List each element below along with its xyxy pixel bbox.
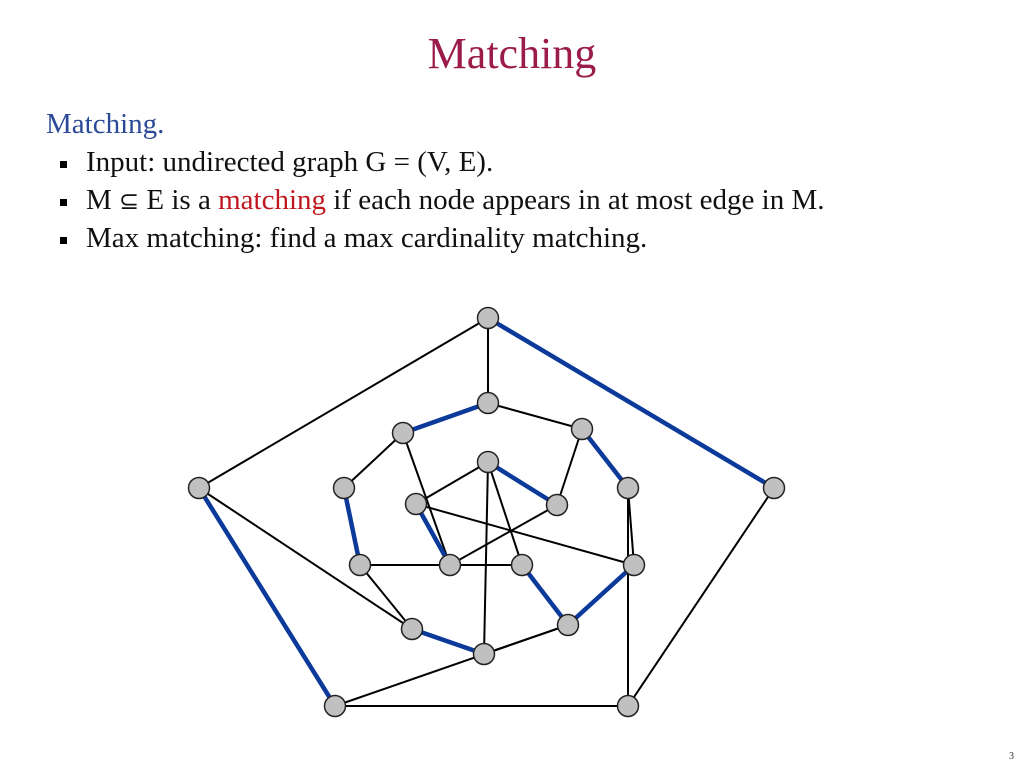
subset-symbol: ⊆ [119, 187, 140, 215]
graph-edge-o4-o5 [627, 487, 775, 707]
graph-edge-m10-i3 [556, 428, 583, 506]
bullet-text-input: Input: undirected graph G = (V, E). [86, 146, 494, 178]
slide-title: Matching [427, 29, 597, 78]
graph-node-o5 [762, 476, 786, 500]
matching-edge-o1-o5 [485, 315, 777, 491]
graph-node-m4 [348, 553, 372, 577]
edge-layer [196, 315, 777, 709]
graph-edge-m10-m1 [487, 402, 583, 430]
matching-edge-m1-m2 [400, 400, 491, 436]
graph-node-o2 [187, 476, 211, 500]
matching-edge-i5-m7 [519, 562, 571, 628]
matching-edge-i2-i4 [413, 501, 453, 568]
bullet-text-middle: E is a [139, 184, 219, 216]
graph-edge-m2-m3 [343, 432, 404, 489]
graph-node-i3 [545, 493, 569, 517]
graph-edge-m6-i1 [483, 461, 489, 655]
bullet-item-definition: M ⊆ E is a matching if each node appears… [56, 181, 825, 219]
matching-edge-m7-m8 [565, 562, 637, 628]
graph-node-o3 [323, 694, 347, 718]
matching-edge-m3-m4 [341, 485, 363, 568]
bullet-item-input: Input: undirected graph G = (V, E). [56, 143, 825, 181]
matching-keyword: matching [218, 184, 327, 216]
graph-edge-i5-i1 [487, 461, 523, 566]
graph-node-o1 [476, 306, 500, 330]
page-number: 3 [1009, 751, 1014, 762]
section-subhead: Matching. [46, 108, 165, 140]
matching-edge-o2-o3 [196, 485, 338, 709]
graph-edge-m8-i2 [415, 503, 635, 566]
graph-node-i2 [404, 492, 428, 516]
graph-edge-o1-o2 [198, 317, 489, 489]
bullet-text-suffix: if each node appears in at most edge in … [326, 184, 825, 216]
matching-edge-i1-i3 [485, 459, 560, 508]
square-bullet-icon [60, 199, 67, 206]
graph-node-m5 [400, 617, 424, 641]
bullet-text-max-matching: Max matching: find a max cardinality mat… [86, 222, 648, 254]
bullet-text-prefix: M [86, 184, 120, 216]
matching-edge-m5-m6 [409, 626, 487, 657]
graph-node-m1 [476, 391, 500, 415]
graph-node-m6 [472, 642, 496, 666]
square-bullet-icon [60, 161, 67, 168]
square-bullet-icon [60, 237, 67, 244]
graph-node-i1 [476, 450, 500, 474]
bullet-list: Input: undirected graph G = (V, E). M ⊆ … [56, 143, 825, 257]
matching-edge-m9-m10 [579, 426, 631, 491]
graph-edge-i1-i2 [415, 461, 489, 505]
graph-node-m10 [570, 417, 594, 441]
graph-node-m7 [556, 613, 580, 637]
graph-edge-m8-m9 [627, 487, 635, 566]
graph-node-m8 [622, 553, 646, 577]
graph-edge-o2-m5 [198, 487, 413, 630]
node-layer [187, 306, 786, 718]
bullet-item-max-matching: Max matching: find a max cardinality mat… [56, 219, 825, 257]
graph-node-m2 [391, 421, 415, 445]
graph-node-m3 [332, 476, 356, 500]
graph-edge-m4-m5 [359, 564, 413, 630]
graph-node-i5 [510, 553, 534, 577]
graph-edge-m6-m7 [483, 624, 569, 655]
graph-node-o4 [616, 694, 640, 718]
graph-node-m9 [616, 476, 640, 500]
graph-edge-i3-i4 [449, 504, 558, 566]
graph-node-i4 [438, 553, 462, 577]
